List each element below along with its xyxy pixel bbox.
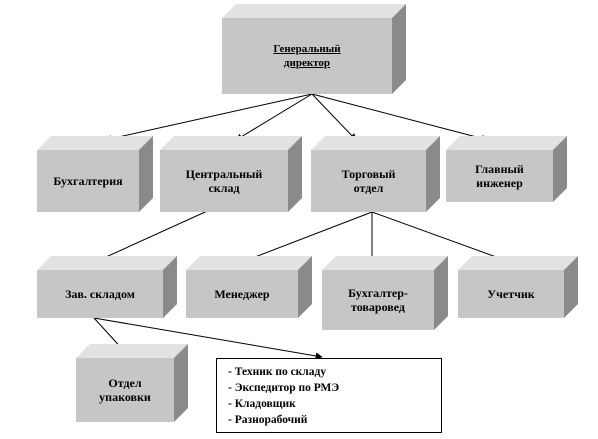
- box-top-face: [446, 136, 567, 150]
- node-packing-department-label: Отдел упаковки: [99, 376, 151, 404]
- staff-list-item: Кладовщик: [228, 396, 441, 412]
- box-front-face: [37, 150, 139, 212]
- box-top-face: [37, 136, 153, 150]
- staff-list-box: Техник по складу Экспедитор по РМЭ Кладо…: [216, 358, 442, 433]
- boxes: [37, 4, 578, 422]
- box-front-face: [446, 150, 553, 202]
- box-side-face: [553, 136, 567, 202]
- box-top-face: [186, 256, 312, 270]
- staff-list-item: Экспедитор по РМЭ: [228, 380, 441, 396]
- node-director-label: Генеральный директор: [273, 43, 341, 69]
- box-side-face: [392, 4, 406, 94]
- box-side-face: [426, 136, 440, 212]
- box-top-face: [311, 136, 440, 150]
- node-packing-department: [76, 344, 188, 422]
- box-front-face: [322, 270, 434, 330]
- box-front-face: [311, 150, 426, 212]
- box-front-face: [458, 270, 564, 318]
- node-accountant-merchandiser: [322, 256, 448, 330]
- box-side-face: [163, 256, 177, 318]
- box-top-face: [458, 256, 578, 270]
- box-top-face: [37, 256, 177, 270]
- box-top-face: [160, 136, 302, 150]
- node-central-warehouse-label: Центральный склад: [185, 167, 263, 195]
- node-chief-engineer-label: Главный инженер: [475, 162, 524, 190]
- connector-director-accounting: [104, 93, 313, 143]
- staff-list: Техник по складу Экспедитор по РМЭ Кладо…: [228, 364, 441, 428]
- box-top-face: [76, 344, 188, 358]
- box-front-face: [160, 150, 288, 212]
- staff-list-item: Техник по складу: [228, 364, 441, 380]
- connector-director-chief-engineer: [311, 93, 489, 142]
- node-director: [222, 4, 406, 94]
- node-warehouse-manager-label: Зав. складом: [65, 287, 135, 301]
- node-accounting-label: Бухгалтерия: [53, 174, 123, 188]
- box-top-face: [322, 256, 448, 270]
- box-side-face: [139, 136, 153, 212]
- node-accountant-merchandiser-label: Бухгалтер- товаровед: [348, 286, 408, 314]
- connector-sales-department-manager: [241, 211, 373, 264]
- box-side-face: [174, 344, 188, 422]
- connector-sales-department-bookkeeper: [371, 211, 511, 264]
- box-side-face: [288, 136, 302, 212]
- box-side-face: [564, 256, 578, 318]
- node-manager-label: Менеджер: [214, 287, 270, 301]
- node-sales-department: [311, 136, 440, 212]
- box-front-face: [76, 358, 174, 422]
- node-warehouse-manager: [37, 256, 177, 318]
- staff-list-item: Разнорабочий: [228, 412, 441, 428]
- box-side-face: [434, 256, 448, 330]
- node-chief-engineer: [446, 136, 567, 202]
- node-bookkeeper: [458, 256, 578, 318]
- connector-director-central-warehouse: [235, 93, 313, 141]
- node-bookkeeper-label: Учетчик: [487, 287, 535, 301]
- box-front-face: [37, 270, 163, 318]
- node-central-warehouse: [160, 136, 302, 212]
- connector-director-sales-department: [311, 93, 357, 141]
- box-front-face: [186, 270, 298, 318]
- box-front-face: [222, 18, 392, 94]
- box-side-face: [298, 256, 312, 318]
- node-accounting: [37, 136, 153, 212]
- node-manager: [186, 256, 312, 318]
- node-sales-department-label: Торговый отдел: [341, 167, 396, 195]
- box-top-face: [222, 4, 406, 18]
- connector-warehouse-manager-staff-list: [93, 317, 323, 360]
